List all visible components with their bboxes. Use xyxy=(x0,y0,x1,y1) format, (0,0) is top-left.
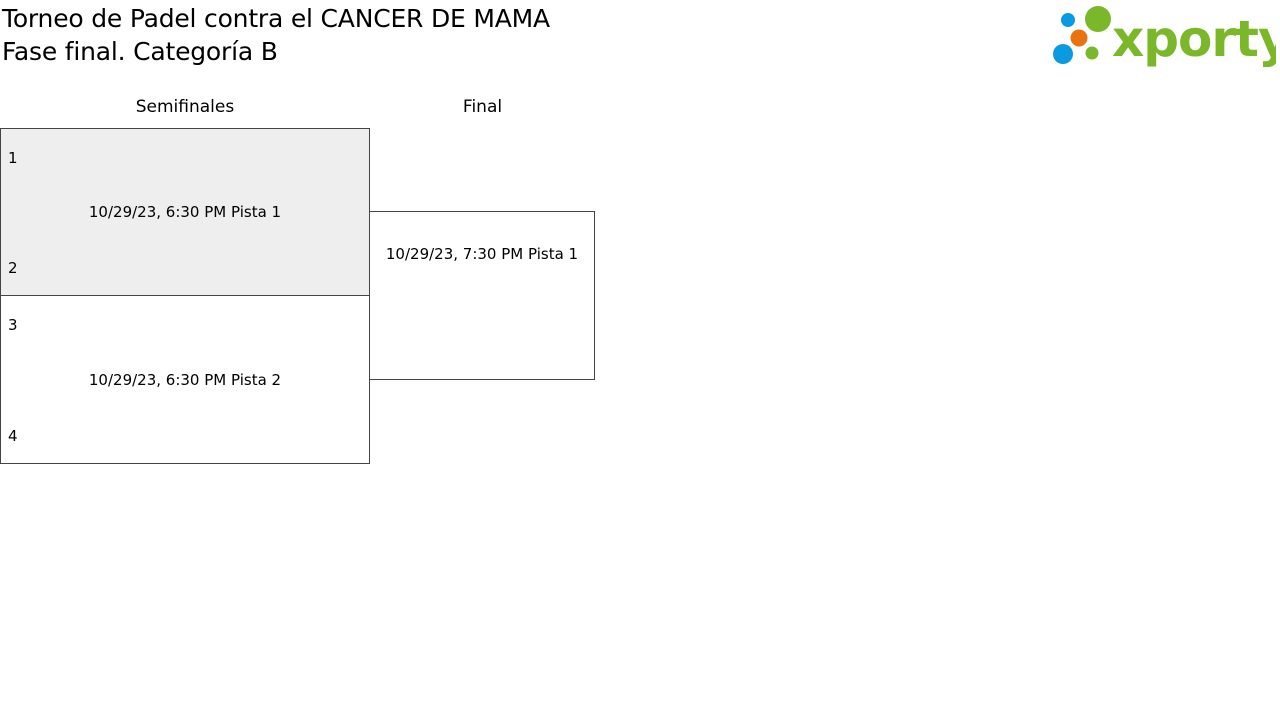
team-b-seed: 2 xyxy=(8,259,18,277)
round-header-semifinales: Semifinales xyxy=(135,97,235,117)
match-info: 10/29/23, 7:30 PM Pista 1 xyxy=(385,245,579,263)
title-line-1: Torneo de Padel contra el CANCER DE MAMA xyxy=(2,4,550,33)
match-final[interactable]: 10/29/23, 7:30 PM Pista 1 xyxy=(369,211,595,380)
match-semifinal-2[interactable]: 3 10/29/23, 6:30 PM Pista 2 4 xyxy=(0,295,370,464)
logo-wordmark: xporty xyxy=(1112,10,1276,68)
team-a-seed: 1 xyxy=(8,149,18,167)
xporty-logo-graphic: xporty xyxy=(1053,6,1276,68)
team-a-seed: 3 xyxy=(8,316,18,334)
round-header-final: Final xyxy=(462,97,503,117)
team-b-seed: 4 xyxy=(8,427,18,445)
match-info: 10/29/23, 6:30 PM Pista 1 xyxy=(88,203,282,221)
title-line-2: Fase final. Categoría B xyxy=(2,37,278,66)
xporty-logo[interactable]: xporty xyxy=(1050,2,1276,68)
page-title: Torneo de Padel contra el CANCER DE MAMA… xyxy=(2,2,550,68)
match-info: 10/29/23, 6:30 PM Pista 2 xyxy=(88,371,282,389)
match-semifinal-1[interactable]: 1 10/29/23, 6:30 PM Pista 1 2 xyxy=(0,128,370,296)
